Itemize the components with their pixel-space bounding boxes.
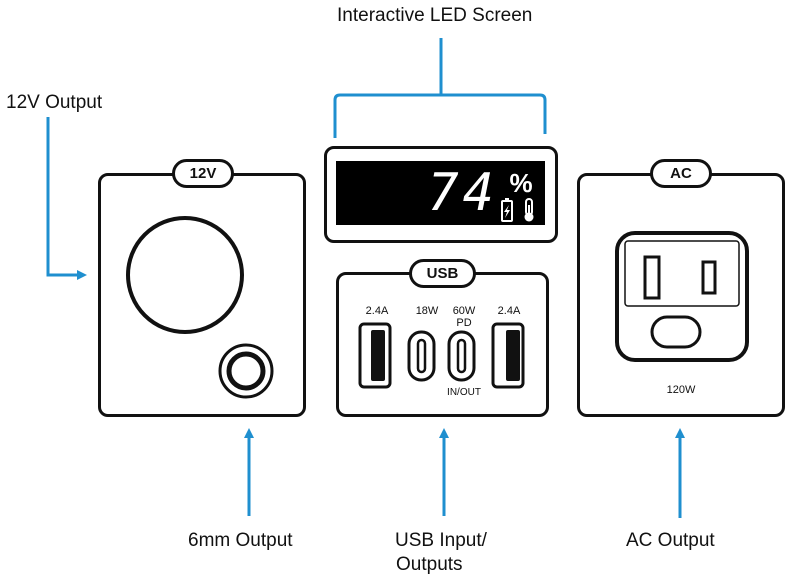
battery-charging-icon xyxy=(501,198,513,222)
battery-percent-unit: % xyxy=(509,168,533,198)
callout-ac-output: AC Output xyxy=(626,530,715,551)
6mm-port-outer-icon xyxy=(218,343,273,398)
usb-port-4-rating: 2.4A xyxy=(497,305,521,317)
callout-led-screen: Interactive LED Screen xyxy=(337,5,533,26)
callout-usb-io-line2: Outputs xyxy=(396,554,463,575)
usb-port-3-sub: IN/OUT xyxy=(447,387,481,398)
usb-port-2-rating: 18W xyxy=(415,305,439,317)
usb-port-1-rating: 2.4A xyxy=(365,305,389,317)
callout-usb-io-line1: USB Input/ xyxy=(395,530,487,551)
battery-percent-value: 74 xyxy=(427,163,498,223)
usb-c-port-1-icon xyxy=(407,330,435,381)
usb-a-port-2-icon xyxy=(491,322,524,388)
usb-port-3-rating-line2: PD xyxy=(456,317,472,329)
dc-panel xyxy=(98,173,306,417)
dc-badge: 12V xyxy=(172,159,234,188)
6mm-port-inner-icon xyxy=(226,351,265,390)
ac-panel: 120W xyxy=(577,173,785,417)
usb-c-port-2-icon xyxy=(447,330,475,381)
dc-socket-icon xyxy=(125,215,244,334)
usb-panel: 2.4A 18W 60W PD 2.4A IN/OUT xyxy=(336,272,549,417)
led-screen-display: 74 % xyxy=(336,161,545,225)
arrow-12v-output xyxy=(46,117,87,280)
ac-rating: 120W xyxy=(666,384,696,396)
led-screen-bracket xyxy=(333,38,547,138)
ac-outlet-icon xyxy=(614,230,749,362)
callout-6mm-output: 6mm Output xyxy=(188,530,293,551)
callout-12v-output: 12V Output xyxy=(6,92,103,113)
ac-badge: AC xyxy=(650,159,712,188)
usb-a-port-1-icon xyxy=(358,322,391,388)
thermometer-icon xyxy=(524,198,534,222)
usb-port-3-rating: 60W xyxy=(452,305,476,317)
usb-badge: USB xyxy=(409,259,476,288)
led-screen-frame: 74 % xyxy=(324,146,558,243)
